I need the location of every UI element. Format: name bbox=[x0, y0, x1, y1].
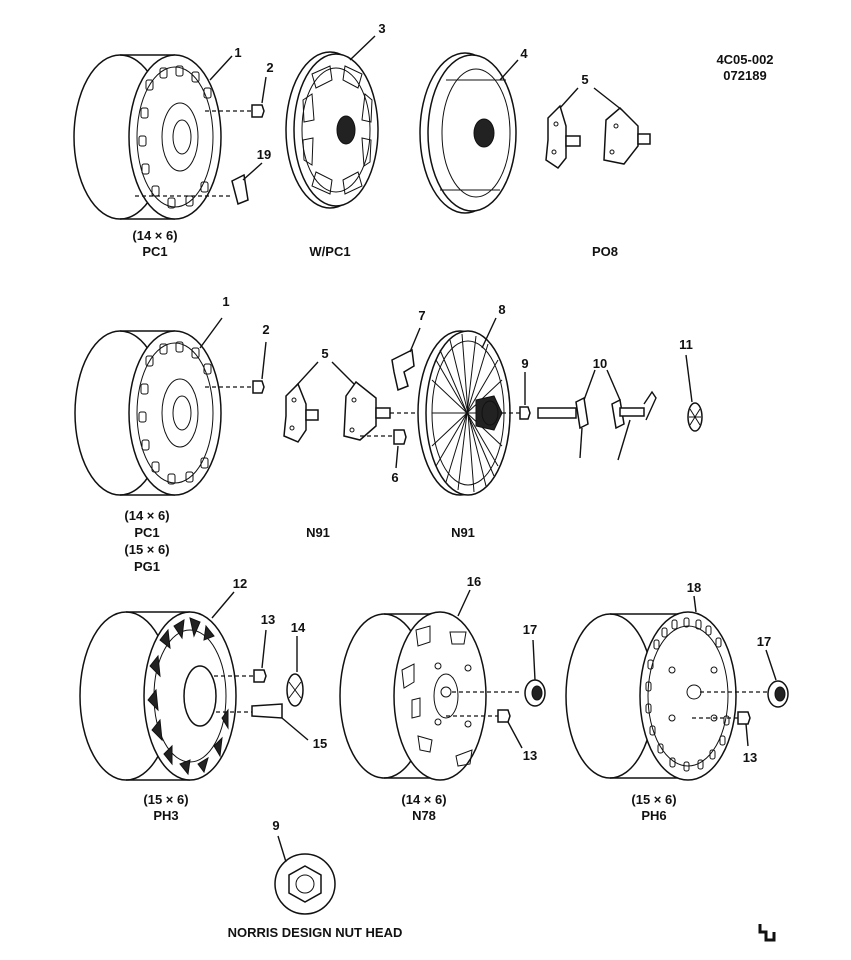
callout-1b: 1 bbox=[222, 294, 229, 309]
callout-14: 14 bbox=[291, 620, 306, 635]
wheel-cover-icon bbox=[285, 51, 379, 209]
callout-7: 7 bbox=[418, 308, 425, 323]
center-cap-14-icon bbox=[286, 673, 304, 707]
center-emblem-icon bbox=[687, 402, 703, 432]
diagram-ref-code: 4C05-002 bbox=[716, 52, 773, 67]
cover-code-label: W/PC1 bbox=[309, 244, 350, 259]
callout-18: 18 bbox=[687, 580, 701, 595]
callout-13b: 13 bbox=[523, 748, 537, 763]
wheel-ph6-icon bbox=[565, 611, 737, 781]
wire-wheel-cover-icon bbox=[417, 330, 511, 496]
callout-17a: 17 bbox=[523, 622, 537, 637]
diagram-date-code: 072189 bbox=[723, 68, 766, 83]
row2-code-b: PG1 bbox=[134, 559, 160, 574]
steel-wheel-14x6-icon bbox=[73, 54, 222, 220]
callout-11: 11 bbox=[679, 337, 693, 352]
wheel-size-label: (14 × 6) bbox=[132, 228, 177, 243]
ph3-size-label: (15 × 6) bbox=[143, 792, 188, 807]
norris-nut-head-icon bbox=[274, 853, 336, 915]
callout-4: 4 bbox=[520, 46, 528, 61]
callout-6: 6 bbox=[391, 470, 398, 485]
callout-9: 9 bbox=[521, 356, 528, 371]
lug-nut-13b-icon bbox=[497, 709, 511, 723]
adapter-n91-label: N91 bbox=[306, 525, 330, 540]
lug-nut-icon bbox=[251, 104, 265, 118]
wheel-n78-icon bbox=[339, 611, 487, 781]
ph6-code-label: PH6 bbox=[641, 808, 666, 823]
callout-2b: 2 bbox=[262, 322, 269, 337]
callout-1: 1 bbox=[234, 45, 241, 60]
wheel-code-label: PC1 bbox=[142, 244, 167, 259]
n78-code-label: N78 bbox=[412, 808, 436, 823]
callout-3: 3 bbox=[378, 21, 385, 36]
locking-nut-icon bbox=[519, 406, 531, 420]
center-cap-17b-icon bbox=[767, 680, 789, 708]
callout-2: 2 bbox=[266, 60, 273, 75]
valve-stem-icon bbox=[231, 173, 249, 206]
steel-wheel-row2-icon bbox=[74, 330, 222, 496]
callout-10: 10 bbox=[593, 356, 607, 371]
adapter-code-label: PO8 bbox=[592, 244, 618, 259]
callout-13a: 13 bbox=[261, 612, 275, 627]
callout-17b: 17 bbox=[757, 634, 771, 649]
callout-13c: 13 bbox=[743, 750, 757, 765]
callout-12: 12 bbox=[233, 576, 247, 591]
valve-stem-15-icon bbox=[251, 703, 283, 719]
callout-19: 19 bbox=[257, 147, 271, 162]
hub-cover-icon bbox=[419, 52, 517, 214]
wrench-key-icon bbox=[611, 390, 657, 461]
callout-9b: 9 bbox=[272, 818, 279, 833]
norris-caption: NORRIS DESIGN NUT HEAD bbox=[228, 925, 403, 940]
row2-code-a: PC1 bbox=[134, 525, 159, 540]
callout-8: 8 bbox=[498, 302, 505, 317]
aluminum-wheel-ph3-icon bbox=[79, 611, 237, 781]
lock-key-icon bbox=[537, 396, 589, 459]
callout-15: 15 bbox=[313, 736, 327, 751]
clip-icon bbox=[391, 348, 415, 392]
gm-logo-icon bbox=[758, 924, 776, 942]
nut-6-icon bbox=[393, 429, 407, 445]
callout-5b: 5 bbox=[321, 346, 328, 361]
ph3-code-label: PH3 bbox=[153, 808, 178, 823]
center-cap-17a-icon bbox=[524, 679, 546, 707]
row2-size-b: (15 × 6) bbox=[124, 542, 169, 557]
n78-size-label: (14 × 6) bbox=[401, 792, 446, 807]
lug-nut-13a-icon bbox=[253, 669, 267, 683]
adapter-right-icon bbox=[603, 106, 651, 165]
ph6-size-label: (15 × 6) bbox=[631, 792, 676, 807]
lug-nut-row2-icon bbox=[252, 380, 265, 394]
callout-16: 16 bbox=[467, 574, 481, 589]
adapter-n91-right-icon bbox=[343, 380, 391, 441]
wire-cover-n91-label: N91 bbox=[451, 525, 475, 540]
lug-nut-13c-icon bbox=[737, 711, 751, 725]
callout-5a: 5 bbox=[581, 72, 588, 87]
adapter-left-icon bbox=[545, 104, 581, 170]
adapter-n91-left-icon bbox=[283, 382, 319, 443]
row2-size-a: (14 × 6) bbox=[124, 508, 169, 523]
